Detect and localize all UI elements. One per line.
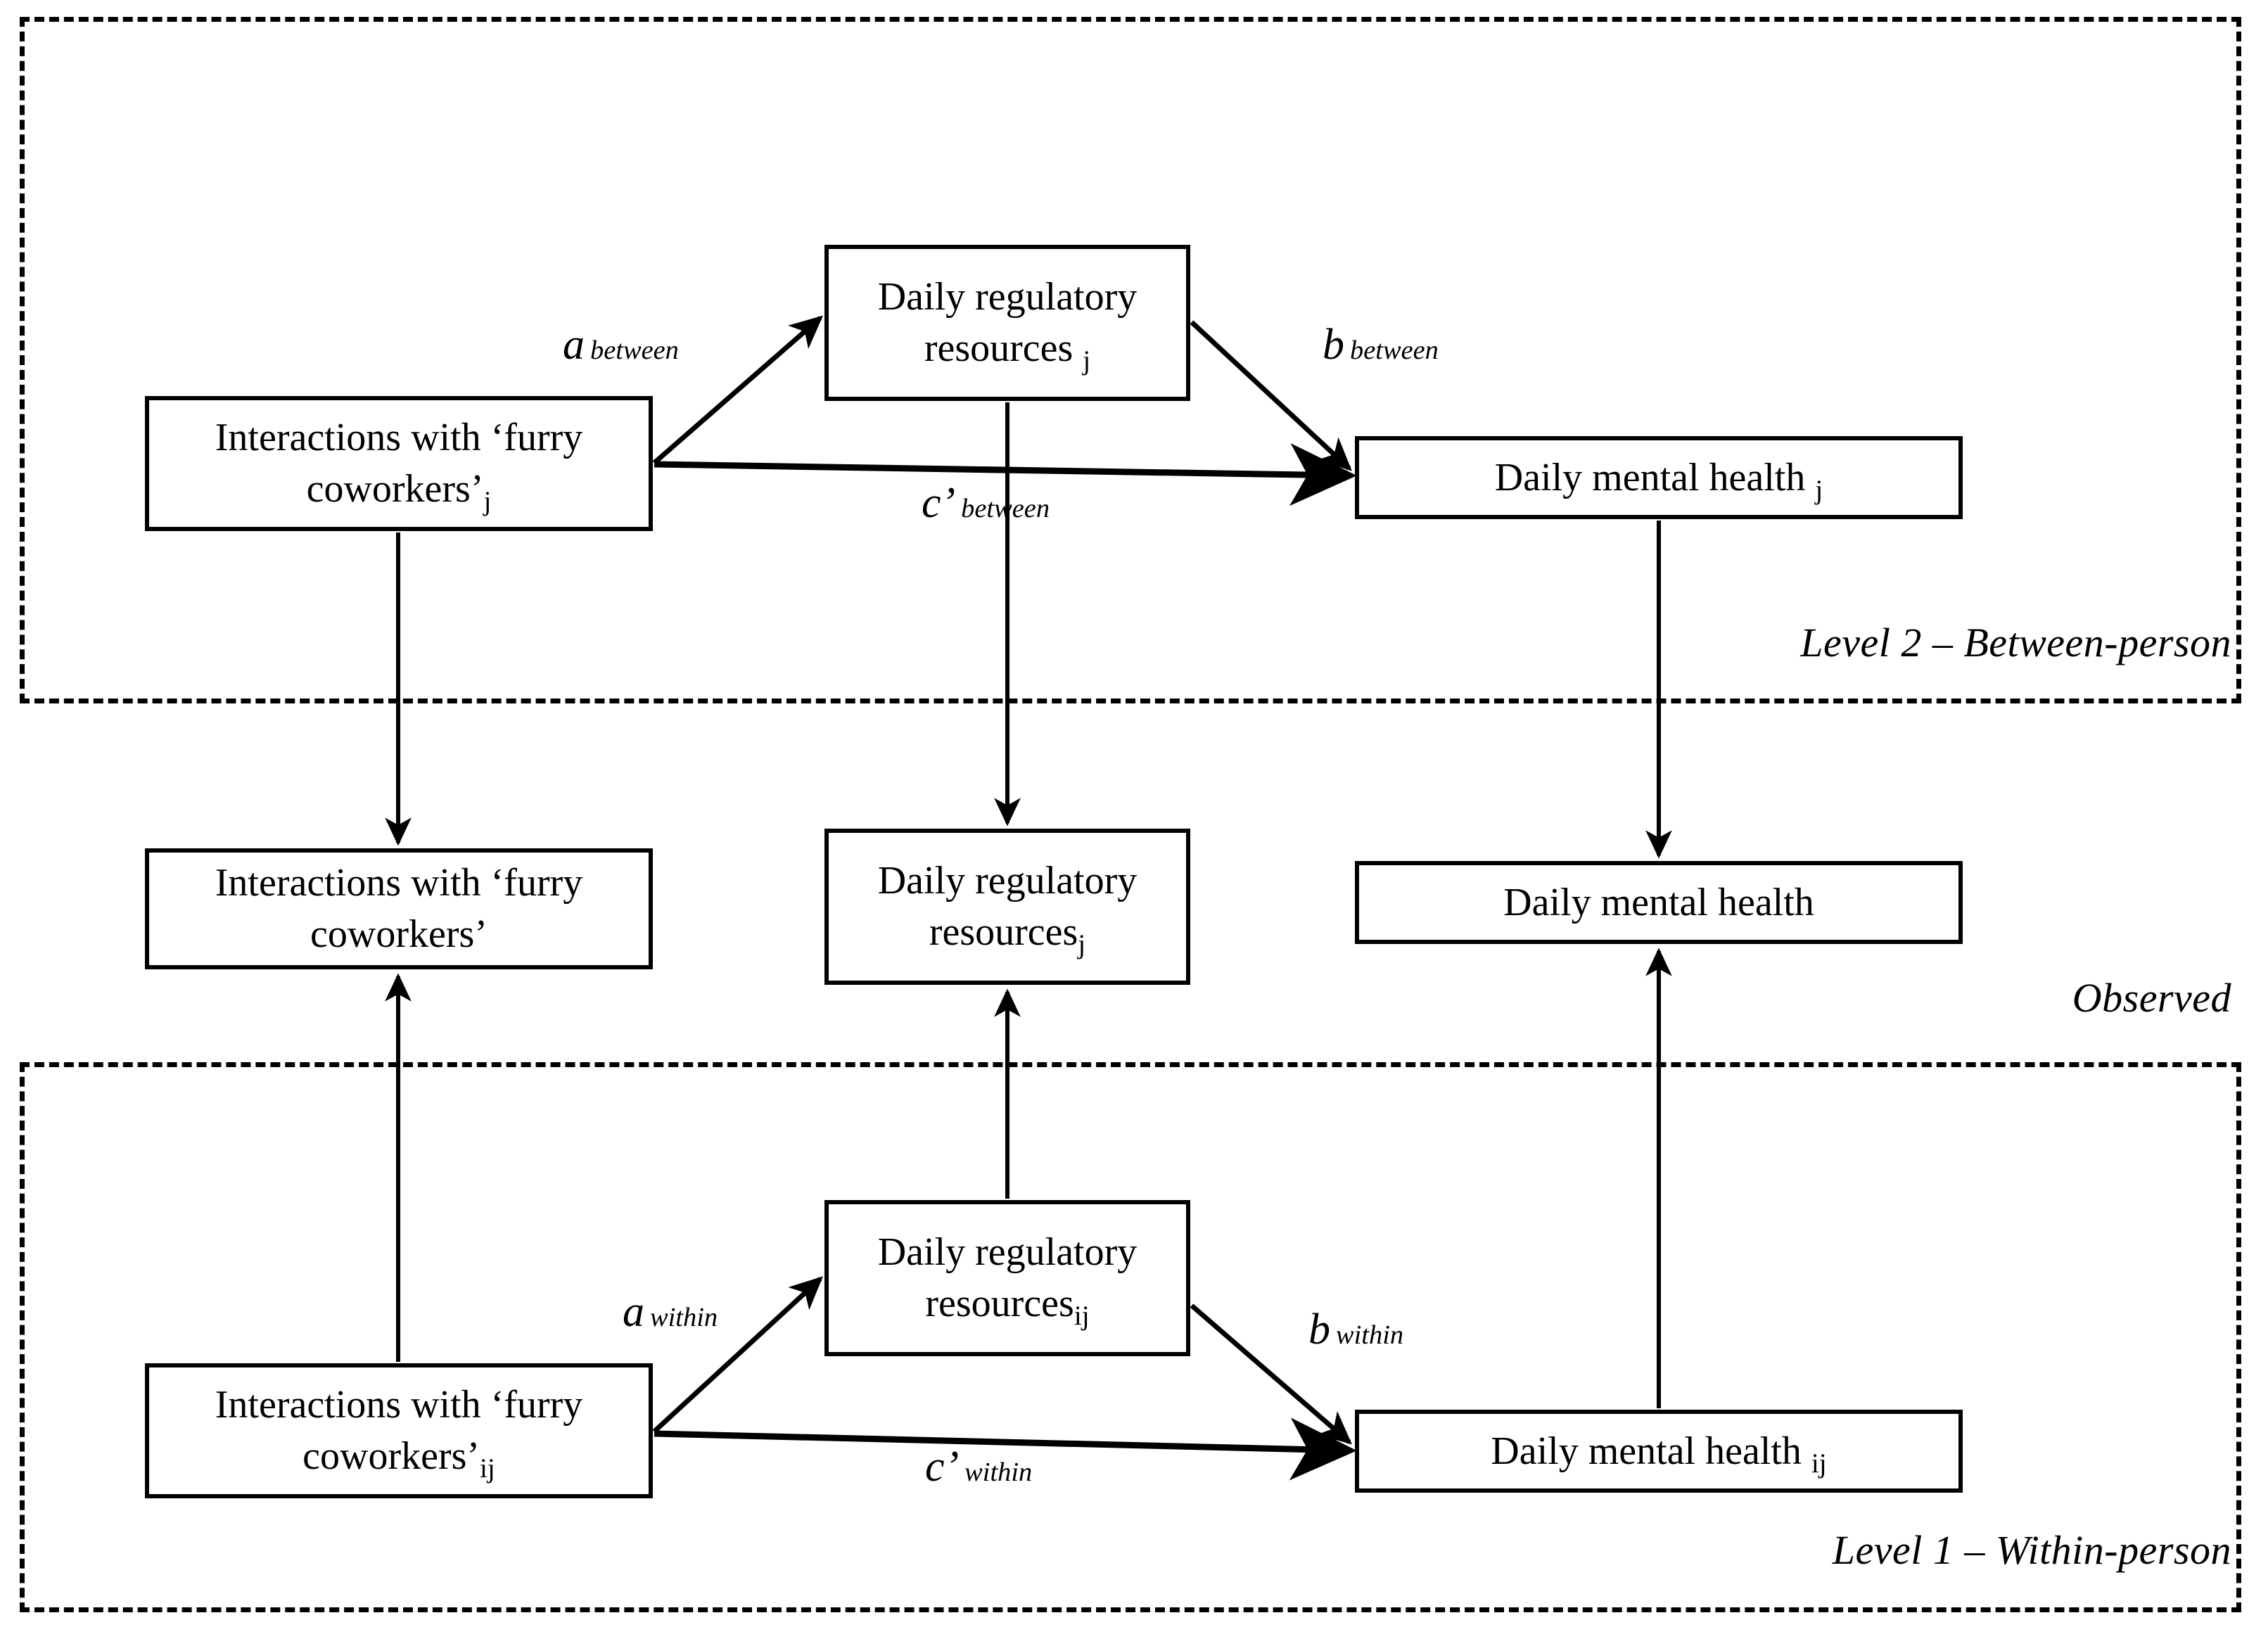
node-l2-daily-regulatory-resources[interactable]: Daily regulatory resources j — [824, 245, 1190, 401]
node-l1-interactions-furry-coworkers[interactable]: Interactions with ‘furry coworkers’ij — [145, 1363, 653, 1498]
node-observed-daily-mental-health[interactable]: Daily mental health — [1355, 861, 1963, 944]
node-l1-daily-mental-health[interactable]: Daily mental health ij — [1355, 1410, 1963, 1493]
node-l1-x-subscript: ij — [480, 1453, 495, 1484]
node-l2-daily-mental-health[interactable]: Daily mental health j — [1355, 436, 1963, 519]
observed-caption: Observed — [2072, 975, 2231, 1021]
node-l1-x-label: Interactions with ‘furry coworkers’ij — [215, 1383, 583, 1484]
path-label-c-within: c’within — [925, 1443, 1033, 1491]
node-l1-y-subscript: ij — [1811, 1448, 1827, 1479]
node-l2-x-label: Interactions with ‘furry coworkers’j — [215, 416, 583, 517]
node-ob-m-subscript: j — [1078, 929, 1086, 960]
node-l2-x-subscript: j — [483, 486, 492, 517]
node-ob-m-label: Daily regulatory resourcesj — [877, 859, 1138, 960]
level2-caption: Level 2 – Between-person — [1800, 620, 2231, 665]
node-l2-y-subscript: j — [1815, 474, 1823, 505]
node-l1-daily-regulatory-resources[interactable]: Daily regulatory resourcesij — [824, 1200, 1190, 1356]
node-observed-daily-regulatory-resources[interactable]: Daily regulatory resourcesj — [824, 829, 1190, 985]
node-l2-interactions-furry-coworkers[interactable]: Interactions with ‘furry coworkers’j — [145, 396, 653, 531]
level1-caption: Level 1 – Within-person — [1832, 1527, 2231, 1573]
node-l2-m-label: Daily regulatory resources j — [877, 275, 1138, 376]
node-l2-m-subscript: j — [1083, 345, 1091, 376]
path-label-c-between: c’between — [922, 479, 1050, 527]
node-l2-y-label: Daily mental health j — [1494, 455, 1823, 505]
node-ob-x-label: Interactions with ‘furry coworkers’ — [215, 861, 583, 956]
node-ob-y-label: Daily mental health — [1503, 880, 1814, 924]
node-l1-m-subscript: ij — [1074, 1301, 1090, 1332]
level2-panel — [20, 17, 2241, 703]
level1-panel — [20, 1062, 2241, 1612]
node-l1-y-label: Daily mental health ij — [1491, 1429, 1827, 1479]
node-observed-interactions-furry-coworkers[interactable]: Interactions with ‘furry coworkers’ — [145, 848, 653, 969]
node-l1-m-label: Daily regulatory resourcesij — [877, 1230, 1138, 1332]
